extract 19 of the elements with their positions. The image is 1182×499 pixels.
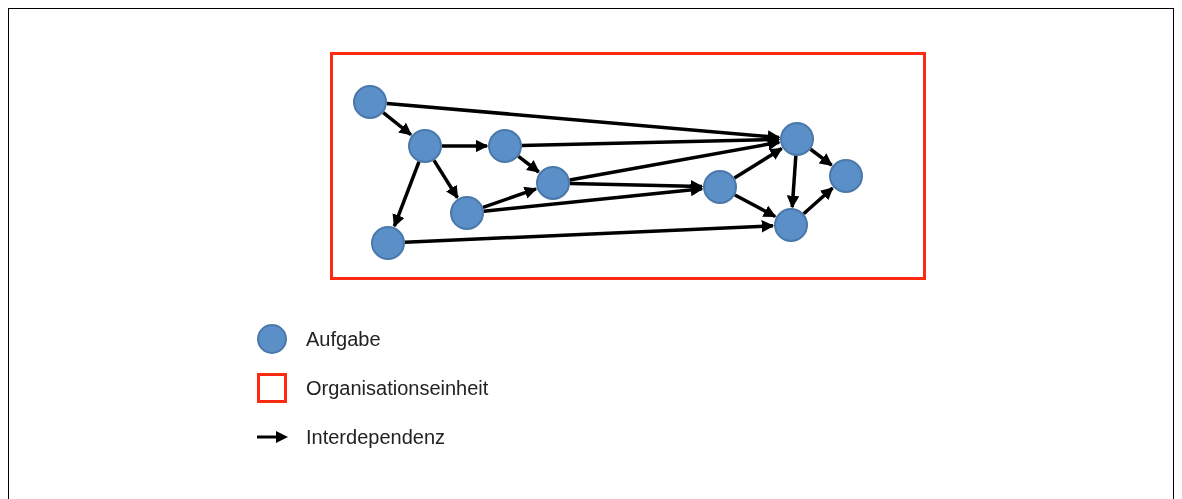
legend-label: Aufgabe — [306, 327, 381, 352]
arrow — [569, 138, 781, 182]
arrow — [392, 161, 421, 228]
arrow — [734, 193, 777, 219]
arrow — [733, 147, 783, 180]
arrow — [802, 186, 834, 215]
legend-label: Interdependenz — [306, 425, 445, 450]
arrow — [483, 183, 704, 213]
arrow — [809, 147, 833, 167]
legend-label: Organisationseinheit — [306, 376, 489, 401]
arrow — [517, 155, 540, 174]
arrow — [404, 220, 775, 244]
organization-frame — [330, 52, 926, 280]
arrow — [442, 139, 489, 153]
arrow — [482, 186, 538, 210]
arrow — [382, 111, 413, 137]
arrow — [786, 155, 800, 209]
arrow — [432, 159, 459, 199]
arrow — [386, 101, 781, 143]
